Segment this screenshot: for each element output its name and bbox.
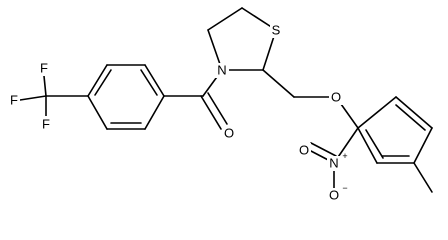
atom-f2-label: F — [10, 93, 18, 108]
atom-n-nitro: N + — [327, 151, 348, 171]
bond-c4-c5 — [207, 7, 243, 31]
bond-ring1-c — [144, 64, 165, 97]
atom-o-carbonyl-label: O — [224, 126, 234, 141]
atom-f3-label: F — [42, 117, 50, 132]
atom-n-ring: N — [215, 63, 229, 78]
bond-ring2-c — [413, 127, 433, 164]
atom-f2: F — [8, 93, 20, 108]
atom-s-ring: S — [270, 23, 282, 38]
atom-o-nitro-double-label: O — [299, 143, 309, 158]
bond-ring1-c-inner — [140, 69, 158, 96]
atom-s-ring-label: S — [272, 23, 281, 38]
bond-ring2-b — [395, 96, 433, 129]
atom-o-nitro-single-charge: − — [342, 183, 347, 193]
atom-f1-label: F — [40, 61, 48, 76]
atom-o-ether-label: O — [331, 90, 341, 105]
bond-ring2-e-inner — [365, 129, 384, 159]
bond-nitro-o-double-inner — [310, 142, 337, 157]
atom-o-ether: O — [329, 90, 343, 105]
bond-ring1-a-inner — [94, 69, 112, 96]
bond-ring2-e — [357, 127, 378, 164]
atom-n-nitro-label: N — [329, 156, 338, 171]
bond-ring2-methyl — [413, 162, 433, 193]
atom-o-nitro-double: O — [297, 143, 311, 158]
bond-cf3-f2 — [19, 95, 47, 101]
atom-o-nitro-single-label: O — [329, 188, 339, 203]
atom-o-carbonyl: O — [222, 126, 236, 141]
bond-ring1-a — [87, 64, 108, 97]
bond-carbonyl-o-double — [207, 92, 228, 125]
bond-ring1-f — [87, 95, 108, 130]
bond-carbonyl-o — [200, 95, 222, 130]
atom-f1: F — [38, 61, 50, 76]
atom-o-nitro-single: O − — [327, 183, 348, 203]
bond-cf3-f1 — [43, 75, 47, 97]
atom-n-ring-label: N — [217, 63, 226, 78]
atom-n-nitro-charge: + — [342, 151, 347, 161]
bond-ring2-b-inner — [395, 104, 426, 131]
background — [0, 0, 448, 207]
atom-labels: F F F N S O O N + — [8, 23, 348, 203]
bond-ring2-a — [357, 96, 397, 129]
chemical-structure: F F F N S O O N + — [0, 0, 448, 207]
bond-c2-ch2 — [262, 69, 295, 98]
bond-ring1-d — [144, 95, 165, 130]
atom-f3: F — [40, 116, 52, 132]
bonds — [19, 7, 433, 193]
